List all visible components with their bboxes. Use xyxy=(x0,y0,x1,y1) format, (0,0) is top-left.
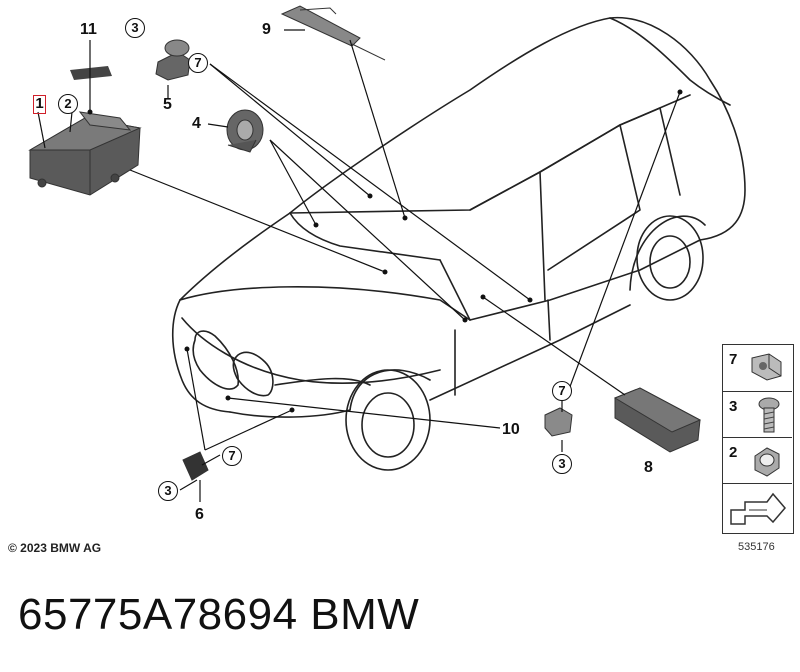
hex-nut-icon xyxy=(754,447,780,477)
callout-2: 2 xyxy=(58,94,78,114)
callout-7-top: 7 xyxy=(188,53,208,73)
legend-row-7: 7 xyxy=(723,345,792,392)
callout-7-front: 7 xyxy=(222,446,242,466)
sensor-part-4 xyxy=(226,109,264,153)
callout-4: 4 xyxy=(192,115,201,132)
callout-6: 6 xyxy=(195,506,204,523)
legend-row-3: 3 xyxy=(723,392,792,438)
legend-row-2: 2 xyxy=(723,438,792,484)
control-unit-part xyxy=(28,111,142,196)
parts-diagram xyxy=(28,5,746,502)
callout-7-side: 7 xyxy=(552,381,572,401)
callout-1: 1 xyxy=(33,95,46,114)
pad-part xyxy=(70,66,112,80)
callout-3-front: 3 xyxy=(158,481,178,501)
fastener-legend: 7 3 2 xyxy=(722,344,794,534)
callout-9: 9 xyxy=(262,21,271,38)
clip-nut-icon xyxy=(751,353,782,381)
part-number-caption: 65775A78694 BMW xyxy=(18,590,420,639)
legend-number: 2 xyxy=(729,444,738,461)
legend-number: 3 xyxy=(729,398,738,415)
sensor-part-10 xyxy=(544,407,573,437)
antenna-part xyxy=(280,5,386,61)
module-part-8 xyxy=(613,387,702,453)
legend-number: 7 xyxy=(729,351,738,368)
screw-icon xyxy=(758,397,780,433)
arrow-icon xyxy=(730,492,786,525)
callout-8: 8 xyxy=(644,459,653,476)
callout-5: 5 xyxy=(163,96,172,113)
callout-3-top: 3 xyxy=(125,18,145,38)
leader-lines xyxy=(37,29,681,502)
leader-dots xyxy=(87,89,683,413)
callout-3-side: 3 xyxy=(552,454,572,474)
callout-11: 11 xyxy=(80,21,97,38)
sensor-part-5 xyxy=(155,39,191,81)
legend-row-arrow xyxy=(723,484,792,532)
sensor-part-6 xyxy=(182,451,209,481)
callout-10: 10 xyxy=(502,421,520,438)
diagram-number: 535176 xyxy=(738,541,775,553)
copyright-text: © 2023 BMW AG xyxy=(8,541,102,555)
